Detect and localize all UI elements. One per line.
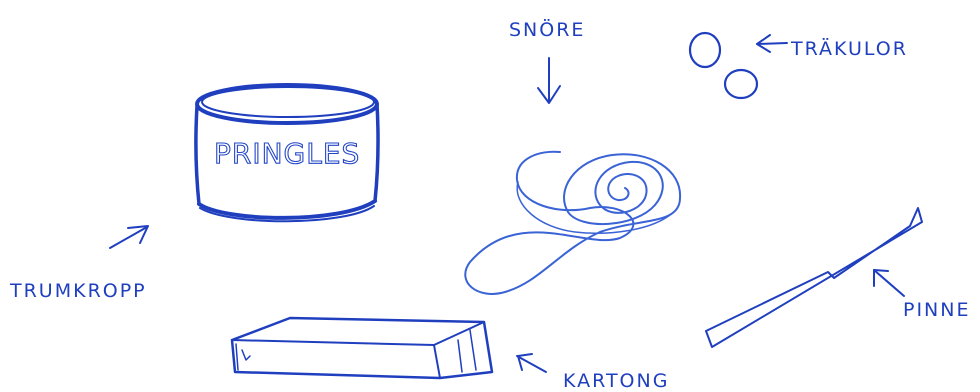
label-string: SNÖRE	[509, 18, 585, 41]
stick-arrow	[874, 270, 904, 296]
label-drum-body: TRUMKROPP	[9, 280, 147, 302]
label-cardboard: KARTONG	[563, 370, 669, 392]
string-arrow	[538, 58, 560, 103]
beads-arrow	[757, 35, 787, 52]
cardboard-box	[232, 318, 492, 378]
string-coil	[465, 152, 680, 294]
label-stick: PINNE	[903, 299, 971, 321]
can-brand-text: PRINGLES	[214, 137, 360, 170]
cardboard-arrow	[517, 354, 546, 372]
label-wooden-beads: TRÄKULOR	[790, 37, 908, 60]
stick	[706, 208, 922, 347]
drum-body-arrow	[110, 226, 148, 248]
wooden-beads	[690, 33, 757, 98]
pringles-can: PRINGLES	[196, 85, 378, 221]
